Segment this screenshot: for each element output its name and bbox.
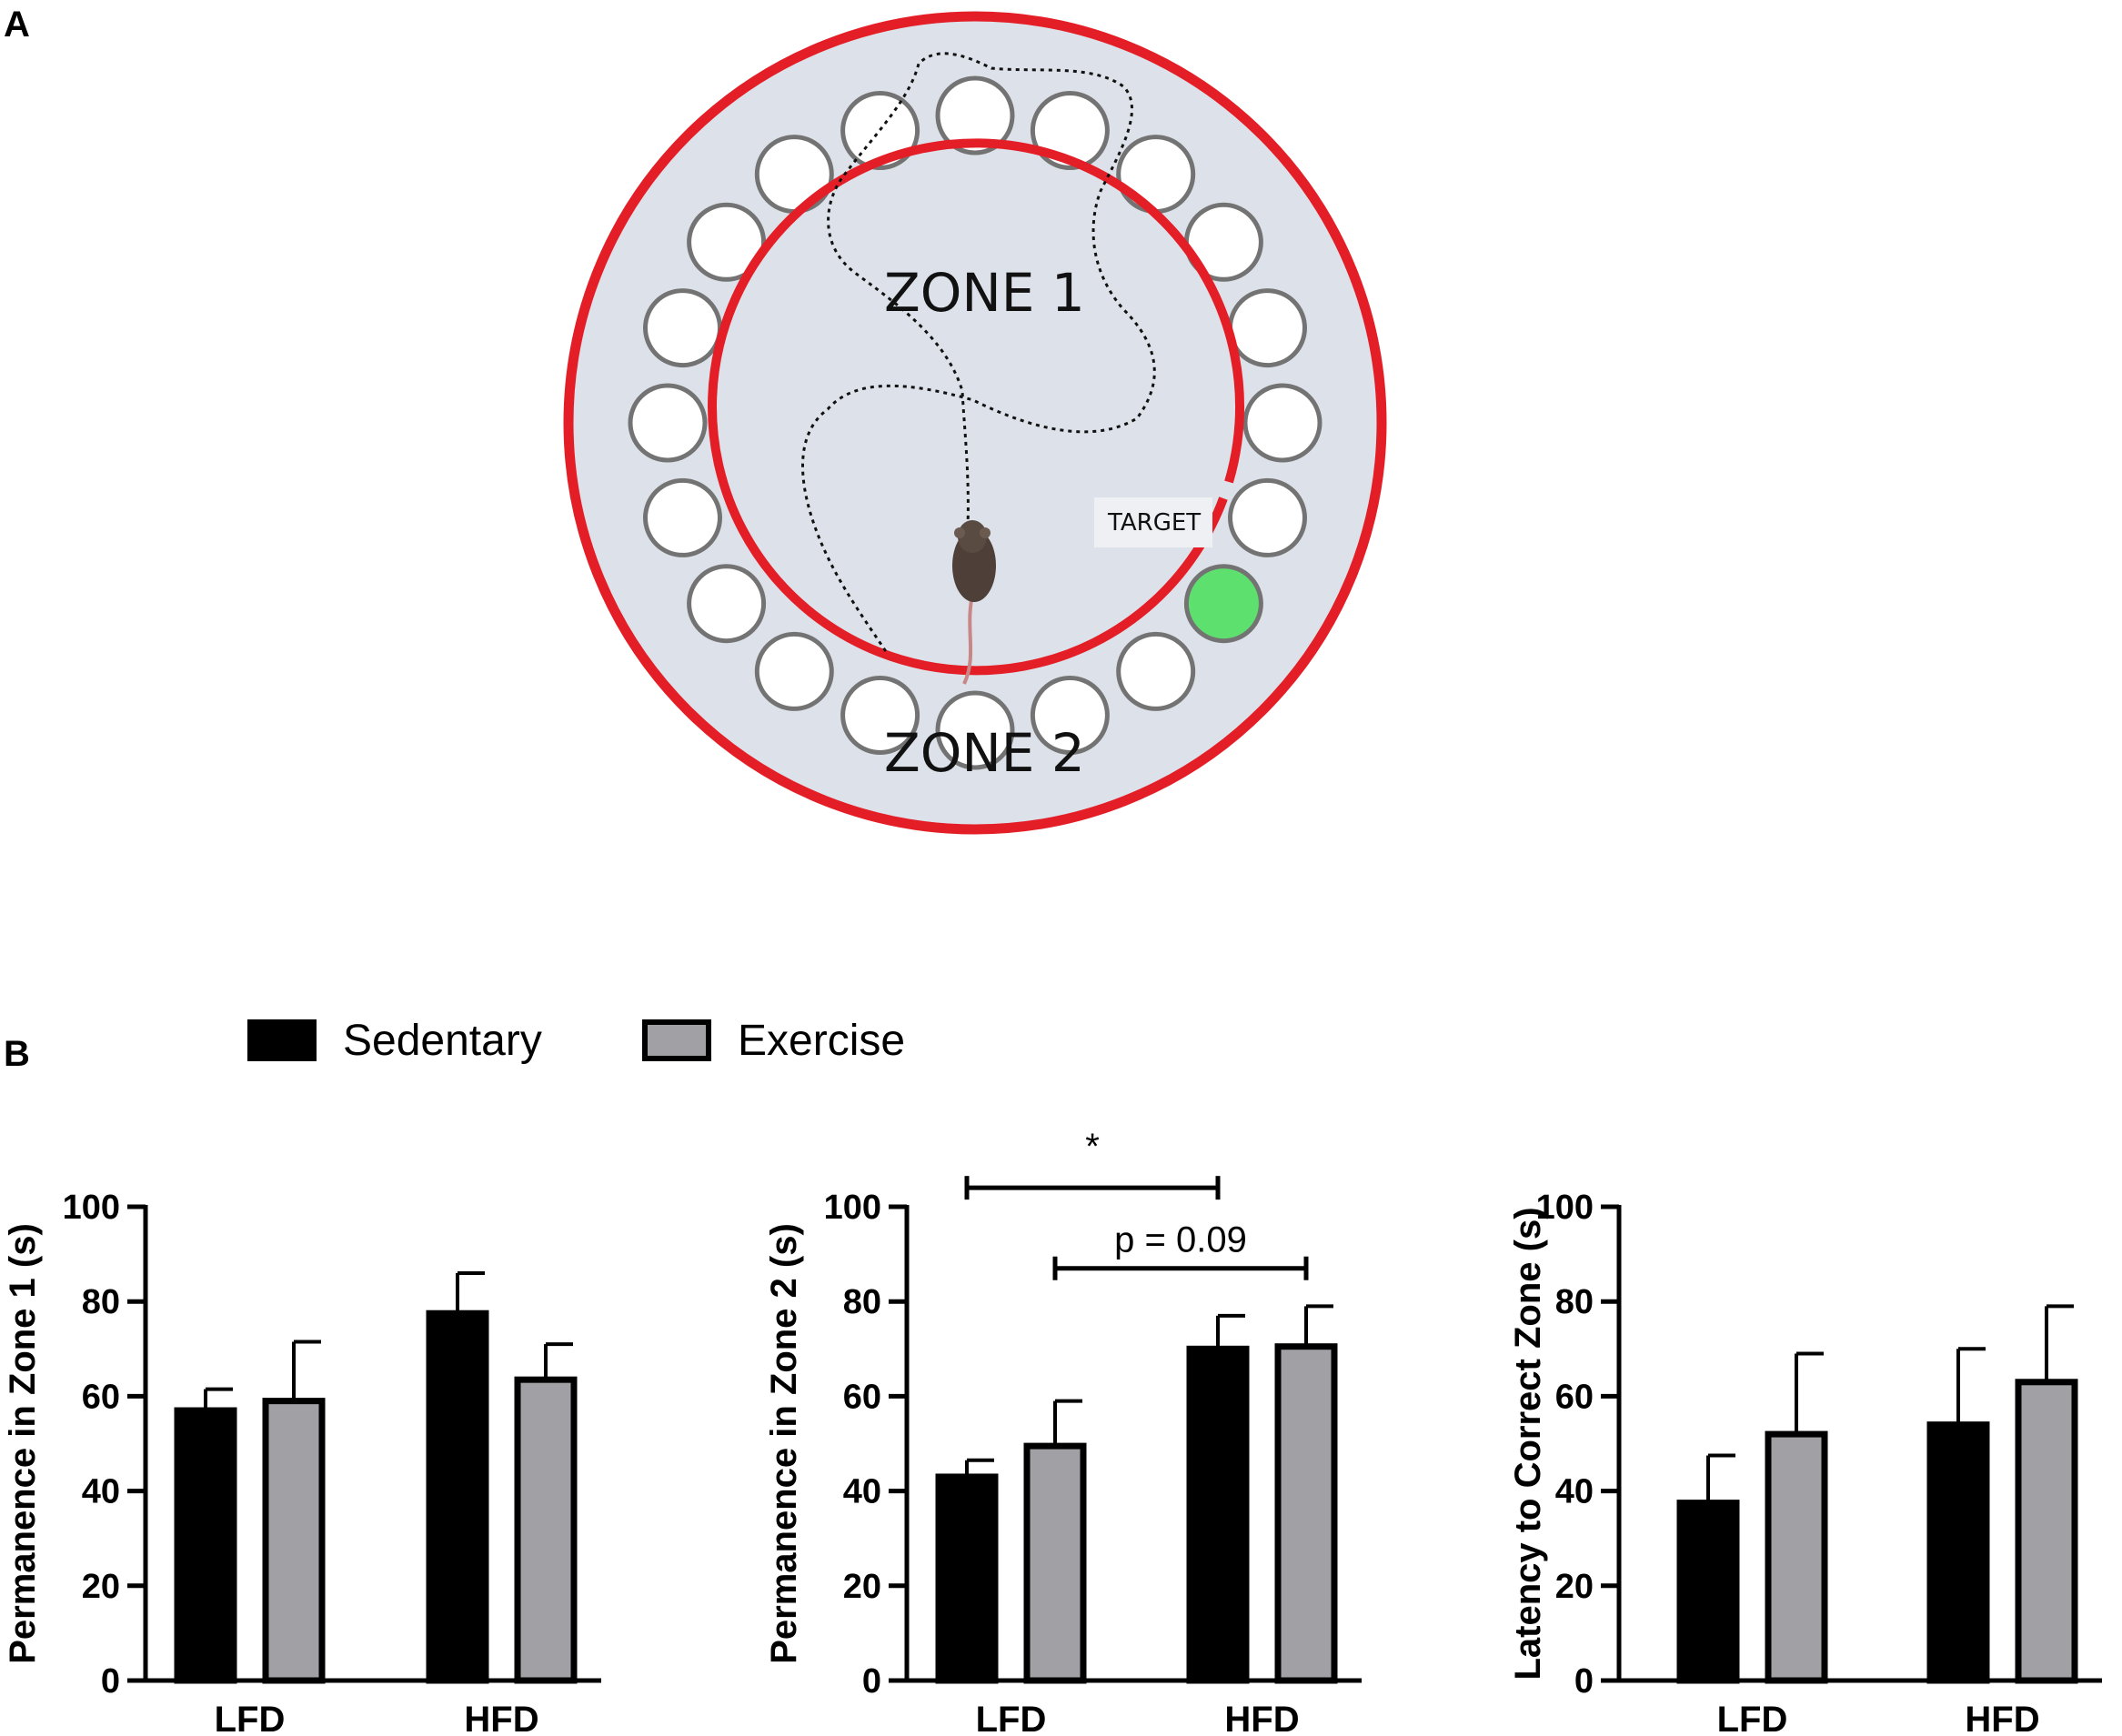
x-category-label: LFD [1717,1700,1788,1736]
y-tick-label: 60 [82,1378,120,1416]
maze-hole [643,477,722,557]
y-axis-label: Permanence in Zone 1 (s) [3,1223,43,1664]
y-tick-label: 100 [1536,1189,1594,1227]
y-tick-label: 80 [843,1283,881,1321]
significance-label: * [1085,1127,1100,1167]
legend: Sedentary Exercise [247,1017,905,1065]
bar-exercise-lfd [262,1398,326,1684]
maze-hole [643,288,722,368]
zone-2-label: ZONE 2 [884,722,1085,784]
y-tick-label: 20 [82,1568,120,1606]
maze-hole [1116,631,1196,711]
y-tick-label: 100 [824,1189,881,1227]
y-tick-label: 80 [1555,1283,1594,1321]
mouse-icon [952,520,996,685]
y-axis-label: Permanence in Zone 2 (s) [764,1223,804,1664]
x-category-label: LFD [215,1700,286,1736]
bar-exercise-hfd [1274,1343,1338,1684]
y-tick-label: 0 [1574,1662,1594,1701]
bar-exercise-hfd [2015,1379,2078,1684]
legend-label-sedentary: Sedentary [343,1017,542,1065]
y-tick-label: 60 [843,1378,881,1416]
legend-label-exercise: Exercise [738,1017,905,1065]
bar-exercise-hfd [514,1376,578,1684]
maze-hole [754,631,834,711]
legend-swatch-exercise [642,1019,711,1061]
y-tick-label: 40 [843,1473,881,1511]
maze-hole [1228,477,1307,557]
bar-sedentary-hfd [1926,1421,1990,1684]
y-tick-label: 0 [101,1662,120,1701]
y-tick-label: 40 [1555,1473,1594,1511]
maze-hole [840,676,920,755]
bar-exercise-lfd [1765,1430,1828,1684]
x-category-label: HFD [1224,1700,1299,1736]
significance-label: p = 0.09 [1114,1220,1247,1260]
x-category-label: HFD [1965,1700,2039,1736]
target-label-box [1094,497,1212,547]
y-tick-label: 80 [82,1283,120,1321]
bar-exercise-lfd [1023,1442,1087,1684]
panel-label-b: B [4,1034,30,1074]
bar-sedentary-hfd [1186,1345,1250,1684]
zone-boundary-ring [708,138,1245,676]
panel-label-a: A [4,5,30,45]
maze-hole [754,135,834,215]
y-tick-label: 40 [82,1473,120,1511]
y-tick-label: 100 [63,1189,120,1227]
bar-sedentary-lfd [174,1407,237,1684]
maze-hole [1030,91,1110,170]
x-category-label: HFD [464,1700,538,1736]
target-label: TARGET [1107,509,1201,537]
maze-hole [935,75,1015,156]
bar-sedentary-lfd [1676,1500,1740,1684]
mouse-trajectory [801,52,1156,654]
maze-hole [1228,288,1307,368]
y-tick-label: 60 [1555,1378,1594,1416]
y-tick-label: 0 [862,1662,881,1701]
zone-1-label: ZONE 1 [884,262,1085,324]
legend-swatch-sedentary [247,1019,317,1061]
maze-hole [628,383,708,463]
barnes-maze-diagram: TARGET ZONE 1 ZONE 2 [563,11,1387,835]
maze-hole [687,202,767,282]
y-tick-label: 20 [843,1568,881,1606]
maze-hole [1242,383,1322,463]
bar-sedentary-hfd [426,1310,489,1684]
maze-hole [935,690,1015,770]
arena-outer-ring [563,11,1387,835]
y-tick-label: 20 [1555,1568,1594,1606]
bar-sedentary-lfd [935,1473,999,1684]
maze-hole [687,564,767,644]
y-axis-label: Latency to Correct Zone (s) [1508,1207,1548,1680]
maze-hole [1030,676,1110,755]
maze-hole [1116,135,1196,215]
x-category-label: LFD [976,1700,1047,1736]
maze-hole [840,91,920,170]
target-hole [1183,564,1263,644]
